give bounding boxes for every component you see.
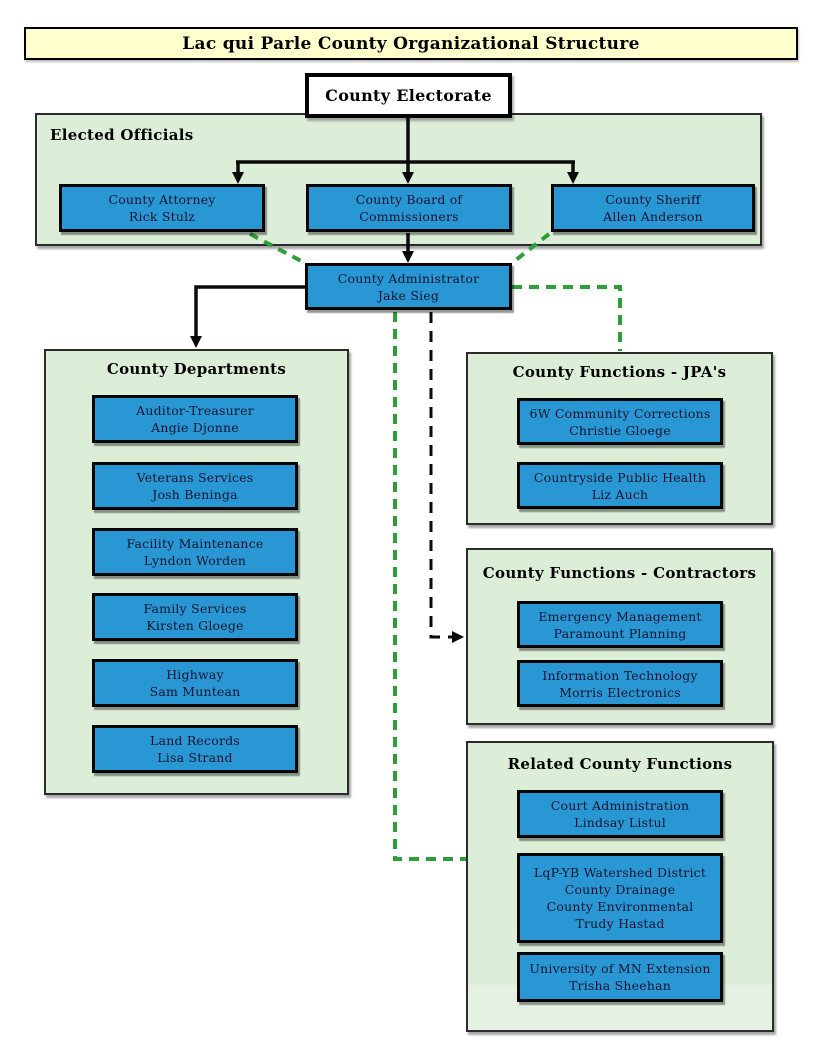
node-county-board: County Board of Commissioners xyxy=(306,184,512,232)
node-person: Morris Electronics xyxy=(559,684,681,700)
node-countryside-public-health: Countryside Public Health Liz Auch xyxy=(517,462,723,509)
node-person: Rick Stulz xyxy=(128,209,196,224)
node-title: Countryside Public Health xyxy=(533,469,707,485)
node-auditor-treasurer: Auditor-Treasurer Angie Djonne xyxy=(92,395,298,443)
panel-elected-officials-title: Elected Officials xyxy=(50,126,194,144)
connector-admin-to-related-green xyxy=(393,312,466,861)
node-court-administration: Court Administration Lindsay Listul xyxy=(517,790,723,838)
node-title-2: Commissioners xyxy=(359,209,459,224)
node-person: Trudy Hastad xyxy=(575,916,665,931)
node-person: Paramount Planning xyxy=(553,625,687,641)
node-title: Emergency Management xyxy=(538,608,702,624)
arrowhead-contractors xyxy=(452,631,464,643)
node-person: Trisha Sheehan xyxy=(569,978,671,993)
node-title: County Sheriff xyxy=(605,192,701,207)
node-county-electorate: County Electorate xyxy=(305,73,512,118)
connector-admin-to-contractors-dashed xyxy=(429,312,452,639)
node-person: Angie Djonne xyxy=(151,420,239,435)
node-person: Lindsay Listul xyxy=(574,815,666,830)
panel-county-departments-title: County Departments xyxy=(106,360,287,378)
node-title: Auditor-Treasurer xyxy=(136,403,254,418)
node-highway: Highway Sam Muntean xyxy=(92,659,298,707)
node-title: Veterans Services xyxy=(136,470,254,485)
node-person: Liz Auch xyxy=(591,486,649,502)
panel-county-functions-contractors-title: County Functions - Contractors xyxy=(482,564,757,582)
node-person: Lyndon Worden xyxy=(143,553,247,568)
node-facility-maintenance: Facility Maintenance Lyndon Worden xyxy=(92,528,298,576)
node-veterans-services: Veterans Services Josh Beninga xyxy=(92,462,298,510)
node-person: Jake Sieg xyxy=(377,287,440,303)
connector-admin-to-jpa-green xyxy=(512,285,622,351)
panel-county-functions-jpa-title: County Functions - JPA's xyxy=(512,363,727,381)
node-university-mn-extension: University of MN Extension Trisha Sheeha… xyxy=(517,952,723,1002)
node-family-services: Family Services Kirsten Gloege xyxy=(92,593,298,641)
node-title-2: County Drainage xyxy=(564,882,676,897)
node-title-3: County Environmental xyxy=(546,899,694,914)
node-6w-community-corrections: 6W Community Corrections Christie Gloege xyxy=(517,398,723,445)
node-county-sheriff: County Sheriff Allen Anderson xyxy=(551,184,755,232)
node-title: County Attorney xyxy=(108,192,216,207)
node-title: 6W Community Corrections xyxy=(529,405,711,421)
node-title: Highway xyxy=(166,667,224,682)
node-title: University of MN Extension xyxy=(529,961,711,976)
node-title: Family Services xyxy=(143,601,247,616)
node-information-technology: Information Technology Morris Electronic… xyxy=(517,660,723,707)
node-title: County Board of xyxy=(355,192,463,207)
page-title: Lac qui Parle County Organizational Stru… xyxy=(24,27,798,60)
panel-related-county-functions-title: Related County Functions xyxy=(507,755,733,773)
node-county-attorney: County Attorney Rick Stulz xyxy=(59,184,265,232)
node-person: Kirsten Gloege xyxy=(146,618,244,633)
node-land-records: Land Records Lisa Strand xyxy=(92,725,298,773)
node-title: Information Technology xyxy=(542,667,698,683)
node-watershed-district: LqP-YB Watershed District County Drainag… xyxy=(517,853,723,943)
node-title: LqP-YB Watershed District xyxy=(533,865,707,880)
node-emergency-management: Emergency Management Paramount Planning xyxy=(517,601,723,648)
node-title: Facility Maintenance xyxy=(126,536,264,551)
node-person: Lisa Strand xyxy=(157,750,233,765)
node-title: Land Records xyxy=(150,733,240,748)
node-county-administrator: County Administrator Jake Sieg xyxy=(305,263,512,310)
connector-admin-to-departments xyxy=(194,285,305,338)
node-person: Christie Gloege xyxy=(569,422,671,438)
node-person: Allen Anderson xyxy=(603,209,703,224)
node-title: County Administrator xyxy=(337,270,480,286)
node-person: Sam Muntean xyxy=(149,684,241,699)
arrowhead-departments xyxy=(190,336,202,348)
node-title: Court Administration xyxy=(550,798,690,813)
arrowhead-admin xyxy=(402,251,414,263)
node-person: Josh Beninga xyxy=(152,487,238,502)
